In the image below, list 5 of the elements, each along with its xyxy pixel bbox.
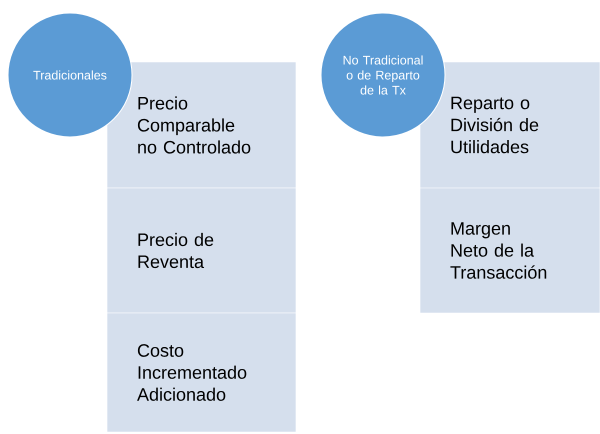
method-box: Precio de Reventa [106, 188, 296, 314]
method-box: Margen Neto de la Transacción [420, 188, 600, 314]
method-box: Costo Incrementado Adicionado [106, 312, 296, 432]
node-label: Margen Neto de la Transacción [450, 222, 546, 279]
method-box: Precio Comparable no Controlado [106, 62, 296, 188]
